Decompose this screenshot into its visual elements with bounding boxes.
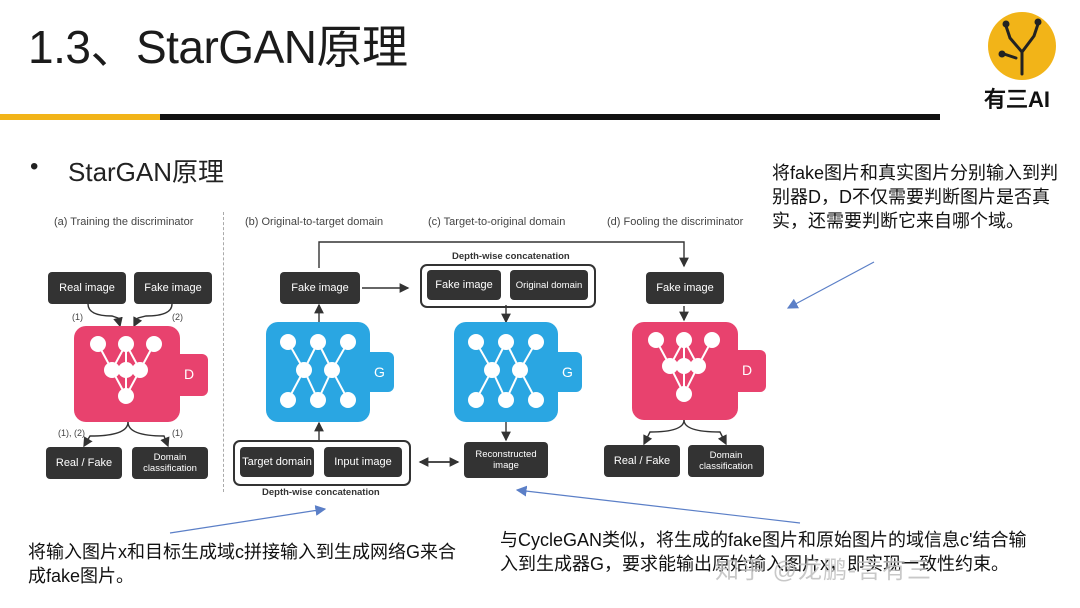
watermark: 知乎 @龙鹏-言有三 xyxy=(715,557,933,584)
real-fake-box-a: Real / Fake xyxy=(46,447,122,479)
bullet-text: StarGAN原理 xyxy=(68,157,225,187)
fake-image-box-a: Fake image xyxy=(134,272,212,304)
fake-image-box-b: Fake image xyxy=(280,272,360,304)
edge-label-2a: (2) xyxy=(172,312,183,322)
header-accent-bar xyxy=(0,114,160,120)
fake-image-box-d: Fake image xyxy=(646,272,724,304)
edge-label-1b: (1) xyxy=(172,428,183,438)
concat-label-b: Depth-wise concatenation xyxy=(262,487,380,498)
edge-label-1a: (1) xyxy=(72,312,83,322)
discriminator-network-a xyxy=(74,326,208,422)
fake-image-box-c: Fake image xyxy=(427,270,501,300)
annotation-top-right: 将fake图片和真实图片分别输入到判别器D，D不仅需要判断图片是否真实，还需要判… xyxy=(772,163,1059,231)
target-domain-box: Target domain xyxy=(240,447,314,477)
annotation-left: 将输入图片x和目标生成域c拼接输入到生成网络G来合成fake图片。 xyxy=(28,542,456,586)
section-a-label: (a) Training the discriminator xyxy=(54,216,194,228)
domain-classification-box-d: Domain classification xyxy=(688,445,764,477)
generator-label-c: G xyxy=(562,364,573,380)
generator-network-b xyxy=(266,322,394,422)
section-c-label: (c) Target-to-original domain xyxy=(428,216,566,228)
bullet-marker: • xyxy=(30,153,39,180)
discriminator-network-d xyxy=(632,322,766,420)
concat-label-c: Depth-wise concatenation xyxy=(452,251,570,262)
input-image-box: Input image xyxy=(324,447,402,477)
generator-network-c xyxy=(454,322,582,422)
header-divider xyxy=(0,114,940,120)
section-separator xyxy=(223,212,224,492)
generator-label-b: G xyxy=(374,364,385,380)
reconstructed-image-box: Reconstructed image xyxy=(464,442,548,478)
concat-frame-c xyxy=(420,264,596,308)
youzan-logo-icon xyxy=(988,12,1056,80)
page-title: 1.3、StarGAN原理 xyxy=(28,21,408,73)
domain-classification-box-a: Domain classification xyxy=(132,447,208,479)
edge-label-12a: (1), (2) xyxy=(58,428,85,438)
concat-frame-b xyxy=(233,440,411,486)
logo-text: 有三AI xyxy=(984,87,1051,112)
original-domain-box: Original domain xyxy=(510,270,588,300)
discriminator-label-a: D xyxy=(184,366,195,382)
section-b-label: (b) Original-to-target domain xyxy=(245,216,384,228)
discriminator-label-d: D xyxy=(742,362,753,378)
section-d-label: (d) Fooling the discriminator xyxy=(607,216,744,228)
annotation-bottom: 与CycleGAN类似，将生成的fake图片和原始图片的域信息c'结合输入到生成… xyxy=(500,530,1027,574)
real-fake-box-d: Real / Fake xyxy=(604,445,680,477)
real-image-box: Real image xyxy=(48,272,126,304)
